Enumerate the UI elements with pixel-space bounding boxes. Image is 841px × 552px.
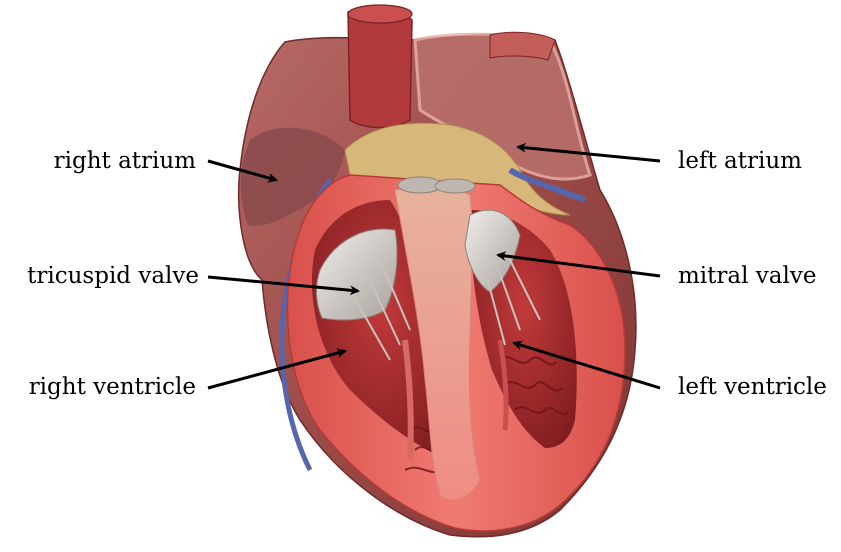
label-left-ventricle: left ventricle [678, 374, 827, 400]
label-right-atrium: right atrium [54, 148, 197, 174]
label-tricuspid-valve: tricuspid valve [27, 263, 199, 289]
heart-illustration [239, 5, 636, 537]
label-mitral-valve: mitral valve [678, 263, 816, 289]
aorta [348, 8, 412, 127]
label-right-ventricle: right ventricle [29, 374, 196, 400]
label-left-atrium: left atrium [678, 148, 802, 174]
